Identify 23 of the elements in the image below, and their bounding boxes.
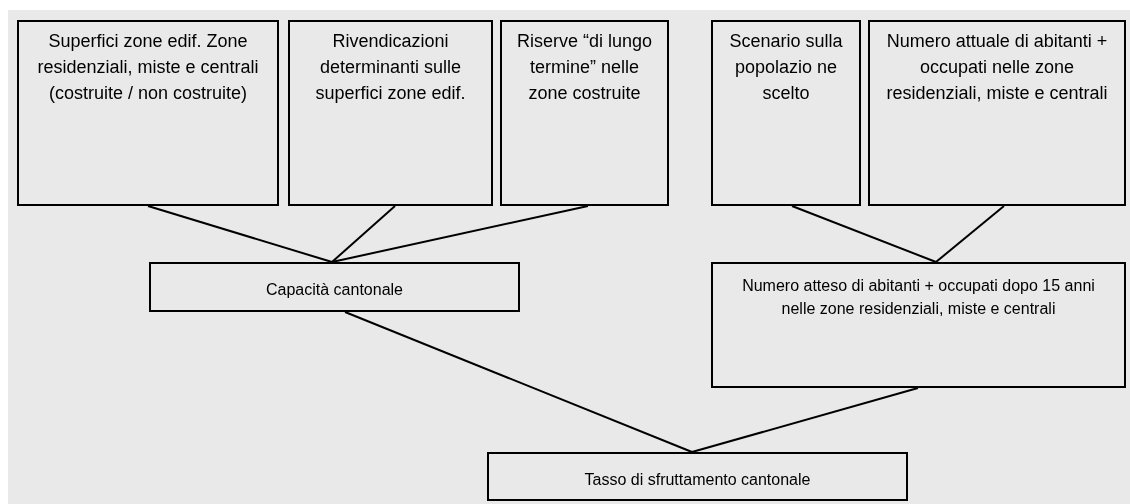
process-box xyxy=(711,20,861,206)
box-text: Numero atteso di abitanti + occupati dopo 15 anni nelle zone residenziali, miste e centrali xyxy=(741,276,1096,320)
box-text: Scenario sulla popolazio ne scelto xyxy=(728,30,844,106)
box-text: Riserve “di lungo termine” nelle zone costruite xyxy=(515,30,654,106)
process-box xyxy=(149,262,520,312)
connector-line xyxy=(935,205,1005,263)
process-box xyxy=(288,20,493,206)
connector-line xyxy=(331,205,396,263)
box-text: Capacità cantonale xyxy=(265,280,404,300)
connector-line xyxy=(691,387,919,453)
box-text: Rivendicazioni determinanti sulle superfici zone edif. xyxy=(314,30,467,106)
box-text: Superfici zone edif. Zone residenziali, miste e centrali (costruite / non costruite) xyxy=(36,30,260,106)
process-box xyxy=(487,452,908,501)
process-box xyxy=(500,20,669,206)
connector-line xyxy=(344,311,693,453)
box-text: Numero attuale di abitanti + occupati nelle zone residenziali, miste e centrali xyxy=(885,30,1109,106)
box-text: Tasso di sfruttamento cantonale xyxy=(583,470,812,490)
process-box xyxy=(711,262,1126,388)
connector-line xyxy=(147,205,333,263)
process-box xyxy=(868,20,1126,206)
connector-line xyxy=(791,205,937,263)
process-box xyxy=(17,20,279,206)
connector-line xyxy=(331,205,589,263)
